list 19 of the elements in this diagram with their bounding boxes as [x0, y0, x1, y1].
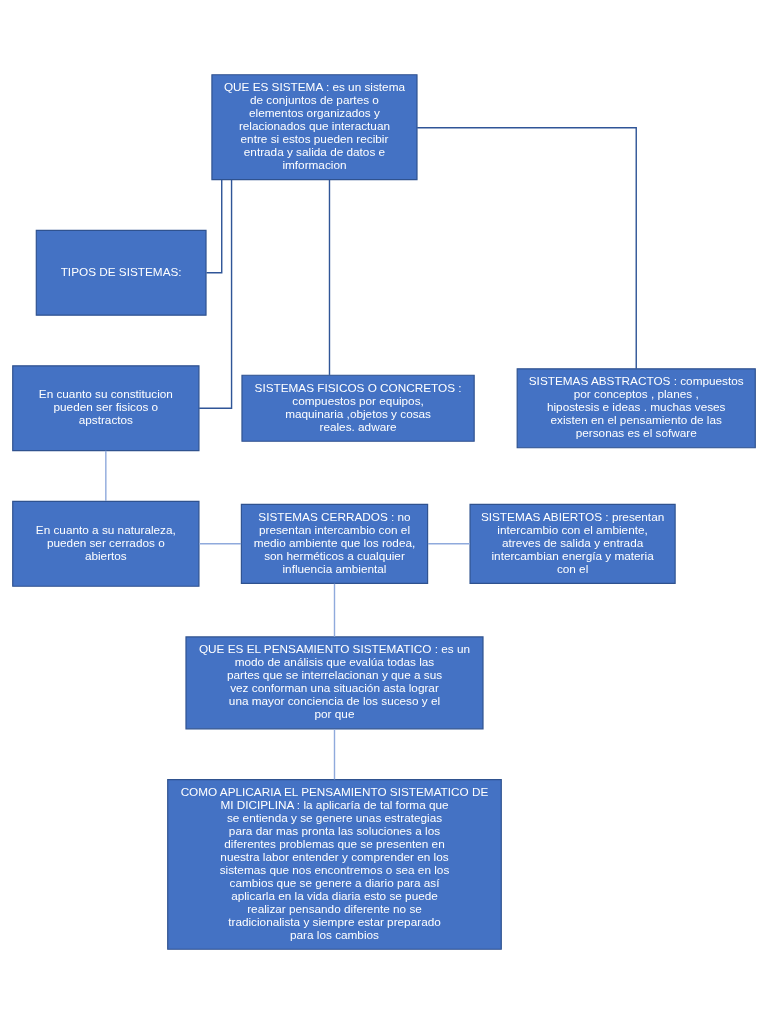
node-box: SISTEMAS CERRADOS : no presentan intercambio con el medio ambiente que los rodea, son herméticos a cualquier influencia ambiental: [240, 503, 429, 584]
connector: [333, 582, 336, 638]
connector: [198, 179, 233, 409]
connector: [333, 728, 336, 781]
connector: [416, 127, 637, 370]
node-box: QUE ES EL PENSAMIENTO SISTEMATICO : es un modo de análisis que evalúa todas las partes que se interrelacionan y que a sus vez conforman una situación asta lograr una mayor conciencia de los suceso y el por que: [185, 636, 484, 730]
node-box: SISTEMAS ABIERTOS : presentan intercambio con el ambiente, atreves de salida y entrada intercambian energía y materia con el: [469, 503, 676, 584]
node-box: COMO APLICARIA EL PENSAMIENTO SISTEMATICO DE MI DICIPLINA : la aplicaría de tal forma que se entienda y se genere unas estrategias para dar mas pronta las soluciones a los diferentes problemas que se presenten en nuestra labor entender y comprender en los sistemas que nos encontremos o sea en los cambios que se genere a diario para así aplicarla en la vida diaria esto se puede realizar pensando diferente no se tradicionalista y siempre estar preparado para los cambios: [167, 778, 502, 950]
node-box: En cuanto su constitucion pueden ser fisicos o apstractos: [12, 365, 200, 452]
node-box: QUE ES SISTEMA : es un sistema de conjuntos de partes o elementos organizados y relacionados que interactuan entre si estos pueden recibir entrada y salida de datos e imformacion: [211, 74, 418, 181]
node-box: TIPOS DE SISTEMAS:: [35, 229, 207, 316]
connector: [198, 543, 242, 545]
connector: [105, 450, 107, 502]
node-box: SISTEMAS FISICOS O CONCRETOS : compuestos por equipos, maquinaria ,objetos y cosas reales. adware: [241, 374, 475, 442]
connector: [328, 179, 331, 376]
node-box: SISTEMAS ABSTRACTOS : compuestos por conceptos , planes , hipostesis e ideas . muchas veses existen en el pensamiento de las personas es el sofware: [516, 368, 756, 449]
connector: [427, 543, 471, 545]
node-box: En cuanto a su naturaleza, pueden ser cerrados o abiertos: [12, 500, 200, 587]
connector: [205, 179, 223, 274]
